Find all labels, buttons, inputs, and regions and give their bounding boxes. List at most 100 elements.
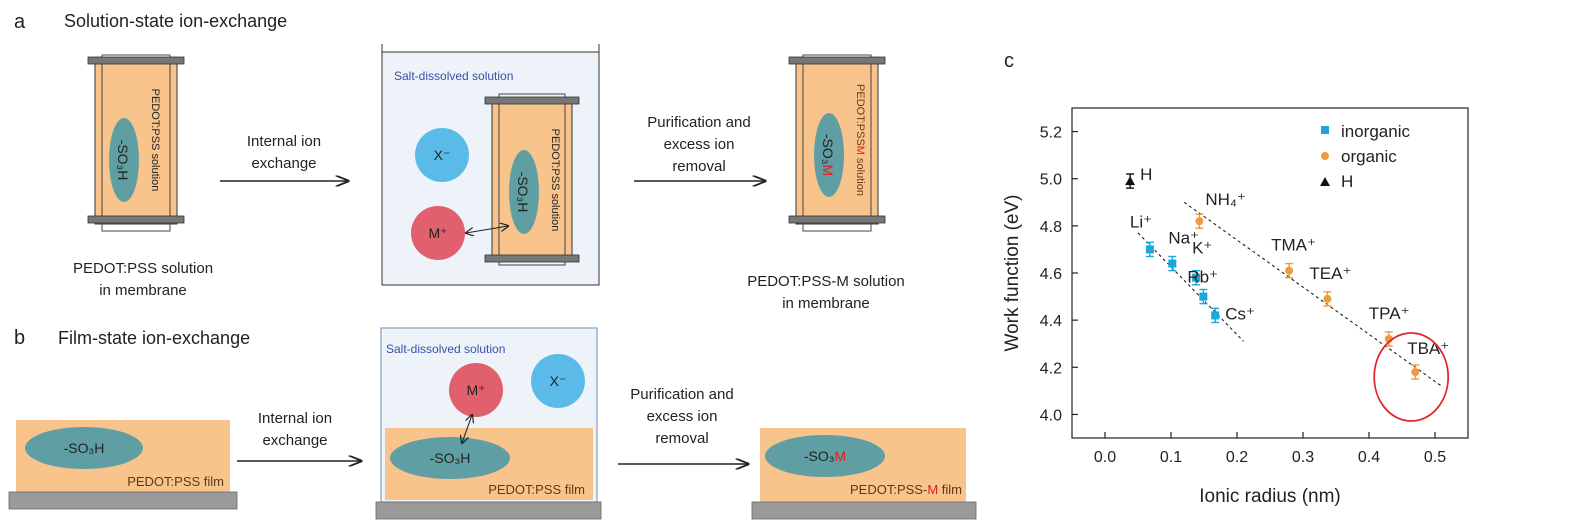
arrow-b1-label-line1: Internal ion: [258, 410, 332, 427]
point-label: Rb⁺: [1187, 268, 1218, 287]
legend-label-inorganic: inorganic: [1341, 122, 1410, 141]
y-tick-label: 5.2: [1040, 125, 1062, 142]
beaker-label: Salt-dissolved solution: [386, 342, 505, 356]
point-label: Cs⁺: [1225, 304, 1255, 323]
y-tick-label: 4.4: [1040, 313, 1062, 330]
trendline: [1183, 201, 1442, 387]
data-point-inorganic: [1199, 292, 1208, 301]
x-tick-label: 0.1: [1160, 449, 1182, 466]
data-point-inorganic: [1192, 273, 1201, 282]
x-tick-label: 0.2: [1226, 449, 1248, 466]
sulfonic-group-m-label: -SO₃M: [804, 448, 846, 464]
y-tick-label: 4.6: [1040, 266, 1062, 283]
data-point-organic: [1285, 266, 1294, 275]
membrane-1: -SO₃H PEDOT:PSS solution: [87, 54, 185, 232]
sulfonic-group-m-label: -SO₃M: [820, 134, 836, 176]
data-point-inorganic: [1145, 245, 1154, 254]
arrow-b2-label-line2: excess ion: [647, 408, 718, 425]
caption-membrane-3-line2: in membrane: [782, 295, 870, 312]
membrane-1-label: PEDOT:PSS solution: [149, 89, 161, 192]
polymer-ellipse: [814, 113, 844, 197]
panel-c-chart: c Ionic radius (nm) Work function (eV) 0…: [1002, 50, 1469, 507]
data-point-inorganic: [1168, 259, 1177, 268]
panel-a-title: Solution-state ion-exchange: [64, 11, 287, 31]
legend-label-organic: organic: [1341, 147, 1397, 166]
x-axis-title: Ionic radius (nm): [1199, 486, 1341, 507]
y-tick-label: 4.8: [1040, 219, 1062, 236]
data-point-h: [1125, 176, 1136, 186]
legend: inorganic organic H: [1320, 122, 1410, 191]
panel-b: b Film-state ion-exchange -SO₃H PEDOT:PS…: [8, 327, 977, 520]
arrow-b2-label-line1: Purification and: [630, 386, 733, 403]
sulfonic-group-label: -SO₃H: [115, 140, 131, 181]
panel-a: a Solution-state ion-exchange -SO₃H PEDO…: [14, 11, 905, 312]
point-label: TMA⁺: [1271, 236, 1316, 255]
panel-c-letter: c: [1004, 50, 1014, 72]
y-axis-title: Work function (eV): [1002, 195, 1023, 352]
polymer-ellipse: [109, 118, 139, 202]
panel-a-letter: a: [14, 11, 26, 33]
caption-membrane-1-line1: PEDOT:PSS solution: [73, 260, 213, 277]
exchange-arrow: [462, 415, 472, 443]
x-tick-label: 0.5: [1424, 449, 1446, 466]
highlight-circle: [1373, 332, 1450, 422]
sulfonic-group-label: -SO₃H: [64, 440, 105, 456]
legend-marker-inorganic: [1321, 126, 1329, 134]
film-3-label: PEDOT:PSS-M film: [850, 482, 962, 497]
y-tick-label: 5.0: [1040, 172, 1062, 189]
film-1: -SO₃H PEDOT:PSS film: [8, 420, 238, 510]
plot-frame: [1071, 107, 1469, 439]
anion-circle: [531, 354, 585, 408]
arrow-2-label-line3: removal: [672, 158, 725, 175]
arrow-b1-label-line2: exchange: [262, 432, 327, 449]
cation-label: M⁺: [428, 225, 447, 241]
point-label: TPA⁺: [1369, 304, 1410, 323]
substrate: [751, 501, 977, 520]
beaker-label: Salt-dissolved solution: [394, 69, 513, 83]
legend-marker-organic: [1321, 152, 1329, 160]
membrane-2-label: PEDOT:PSS solution: [549, 129, 561, 232]
panel-b-title: Film-state ion-exchange: [58, 328, 250, 348]
anion-label: X⁻: [550, 373, 567, 389]
polymer-ellipse: [509, 150, 539, 234]
anion-label: X⁻: [434, 147, 451, 163]
exchange-arrow: [466, 226, 508, 233]
polymer-ellipse: [765, 435, 885, 477]
point-label: TEA⁺: [1309, 264, 1351, 283]
sulfonic-group-label: -SO₃H: [430, 450, 471, 466]
arrow-b2-label-line3: removal: [655, 430, 708, 447]
arrow-2-label-line1: Purification and: [647, 114, 750, 131]
panel-b-letter: b: [14, 327, 25, 349]
caption-membrane-1-line2: in membrane: [99, 282, 187, 299]
membrane-3: -SO₃M PEDOT:PSSM solution: [788, 54, 886, 232]
point-label: Na⁺: [1168, 229, 1199, 248]
film-2-label: PEDOT:PSS film: [488, 482, 585, 497]
point-label: Li⁺: [1130, 212, 1152, 231]
point-label: TBA⁺: [1407, 339, 1449, 358]
data-point-organic: [1323, 294, 1332, 303]
beaker-a: Salt-dissolved solution X⁻ M⁺ -SO₃H PEDO…: [381, 44, 600, 286]
polymer-ellipse: [25, 427, 143, 469]
data-point-inorganic: [1211, 311, 1220, 320]
x-tick-label: 0.4: [1358, 449, 1380, 466]
arrow-1-label-line1: Internal ion: [247, 133, 321, 150]
point-label: NH₄⁺: [1205, 190, 1245, 209]
arrow-2-label-line2: excess ion: [664, 136, 735, 153]
legend-marker-h: [1320, 177, 1330, 186]
caption-membrane-3-line1: PEDOT:PSS-M solution: [747, 273, 905, 290]
point-label: K⁺: [1192, 239, 1212, 258]
polymer-ellipse: [390, 437, 510, 479]
substrate: [375, 501, 602, 520]
film-1-label: PEDOT:PSS film: [127, 474, 224, 489]
y-tick-label: 4.0: [1040, 407, 1062, 424]
film-3: -SO₃M PEDOT:PSS-M film: [751, 428, 977, 520]
arrow-1-label-line2: exchange: [251, 155, 316, 172]
y-tick-label: 4.2: [1040, 360, 1062, 377]
x-tick-label: 0.0: [1094, 449, 1116, 466]
sulfonic-group-label: -SO₃H: [515, 172, 531, 213]
cation-circle: [449, 363, 503, 417]
legend-label-h: H: [1341, 172, 1353, 191]
beaker-b: Salt-dissolved solution M⁺ X⁻ -SO₃H PEDO…: [380, 327, 598, 503]
point-label: H: [1140, 165, 1152, 184]
